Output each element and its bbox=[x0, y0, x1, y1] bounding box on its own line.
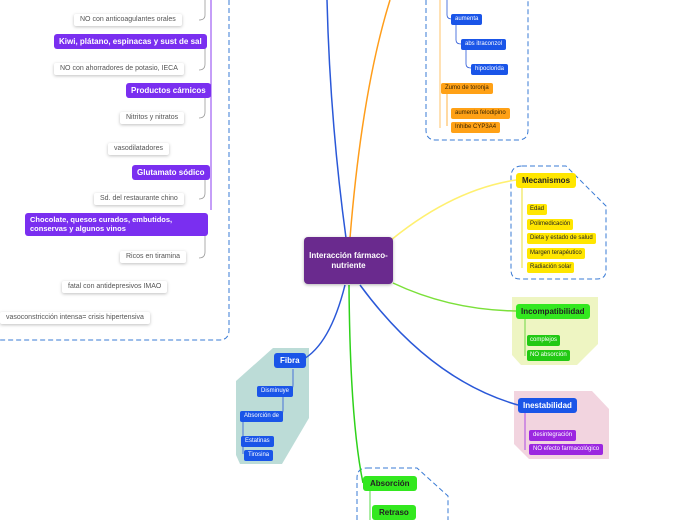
incompatibilidad-no-absorcion[interactable]: NO absorción bbox=[527, 350, 570, 361]
inestabilidad-desintegracion[interactable]: desintegración bbox=[529, 430, 577, 441]
left-item-anticoagulantes[interactable]: NO con anticoagulantes orales bbox=[74, 14, 182, 27]
absorcion-title[interactable]: Absorción bbox=[363, 476, 417, 492]
absorcion-retraso[interactable]: Retraso bbox=[372, 505, 416, 520]
top-boundary bbox=[425, 0, 529, 141]
central-topic[interactable]: Interacción fármaco-nutriente bbox=[304, 237, 393, 284]
top-item-itraconazol[interactable]: abs itraconzol bbox=[461, 39, 507, 50]
mecanismos-radiacion[interactable]: Radiación solar bbox=[527, 262, 575, 273]
top-item-felodipino[interactable]: aumenta felodipino bbox=[451, 108, 510, 119]
fibra-tirosina[interactable]: Tirosina bbox=[244, 450, 274, 461]
left-item-vasoconstriccion[interactable]: vasoconstricción intensa= crisis hiperte… bbox=[0, 312, 150, 325]
inestabilidad-no-efecto[interactable]: NO efecto farmacológico bbox=[529, 444, 604, 455]
branch-left bbox=[326, 0, 347, 239]
top-item-toronja[interactable]: Zumo de toronja bbox=[441, 83, 493, 94]
incompatibilidad-title[interactable]: Incompatibilidad bbox=[516, 304, 590, 320]
left-item-kiwi[interactable]: Kiwi, plátano, espinacas y sust de sal bbox=[54, 34, 207, 50]
fibra-disminuye[interactable]: Disminuye bbox=[257, 386, 294, 397]
mecanismos-dieta[interactable]: Dieta y estado de salud bbox=[527, 233, 596, 244]
branch-top bbox=[349, 0, 391, 239]
incompatibilidad-complejos[interactable]: complejos bbox=[527, 335, 561, 346]
left-item-nitritos[interactable]: Nitritos y nitratos bbox=[120, 112, 185, 125]
left-item-tiramina[interactable]: Ricos en tiramina bbox=[120, 251, 187, 264]
top-item-aumenta[interactable]: aumenta bbox=[451, 14, 483, 25]
left-item-ahorradores[interactable]: NO con ahorradores de potasio, IECA bbox=[54, 63, 184, 76]
top-item-hipoclorida[interactable]: hipoclorida bbox=[471, 64, 509, 75]
left-item-vasodilatadores[interactable]: vasodilatadores bbox=[108, 143, 170, 156]
branch-mecanismos bbox=[384, 179, 517, 246]
absorcion-boundary bbox=[356, 467, 449, 520]
fibra-absorcion-de[interactable]: Absorción de bbox=[240, 411, 284, 422]
left-item-imao[interactable]: fatal con antidepresivos IMAO bbox=[62, 281, 168, 294]
mecanismos-polimedicacion[interactable]: Polimedicación bbox=[527, 219, 574, 230]
branch-incompat bbox=[392, 282, 517, 312]
top-item-cyp3a4[interactable]: Inhibe CYP3A4 bbox=[451, 122, 501, 133]
mecanismos-margen[interactable]: Margen terapéutico bbox=[527, 248, 585, 259]
fibra-title[interactable]: Fibra bbox=[274, 353, 306, 369]
left-item-carnicos[interactable]: Productos cárnicos bbox=[126, 83, 211, 99]
left-item-chocolate[interactable]: Chocolate, quesos curados, embutidos, co… bbox=[25, 213, 208, 237]
fibra-estatinas[interactable]: Estatinas bbox=[241, 436, 274, 447]
mecanismos-title[interactable]: Mecanismos bbox=[516, 173, 577, 189]
branch-inestab bbox=[359, 284, 519, 406]
left-item-restaurante[interactable]: Sd. del restaurante chino bbox=[94, 193, 184, 206]
mecanismos-boundary bbox=[510, 165, 607, 280]
branch-fibra bbox=[301, 284, 346, 361]
left-item-glutamato[interactable]: Glutamato sódico bbox=[132, 165, 210, 181]
branch-absorcion bbox=[348, 284, 364, 484]
fibra-shade bbox=[236, 348, 309, 464]
inestabilidad-title[interactable]: Inestabilidad bbox=[518, 398, 577, 414]
left-boundary bbox=[0, 0, 230, 341]
mecanismos-edad[interactable]: Edad bbox=[527, 204, 548, 215]
